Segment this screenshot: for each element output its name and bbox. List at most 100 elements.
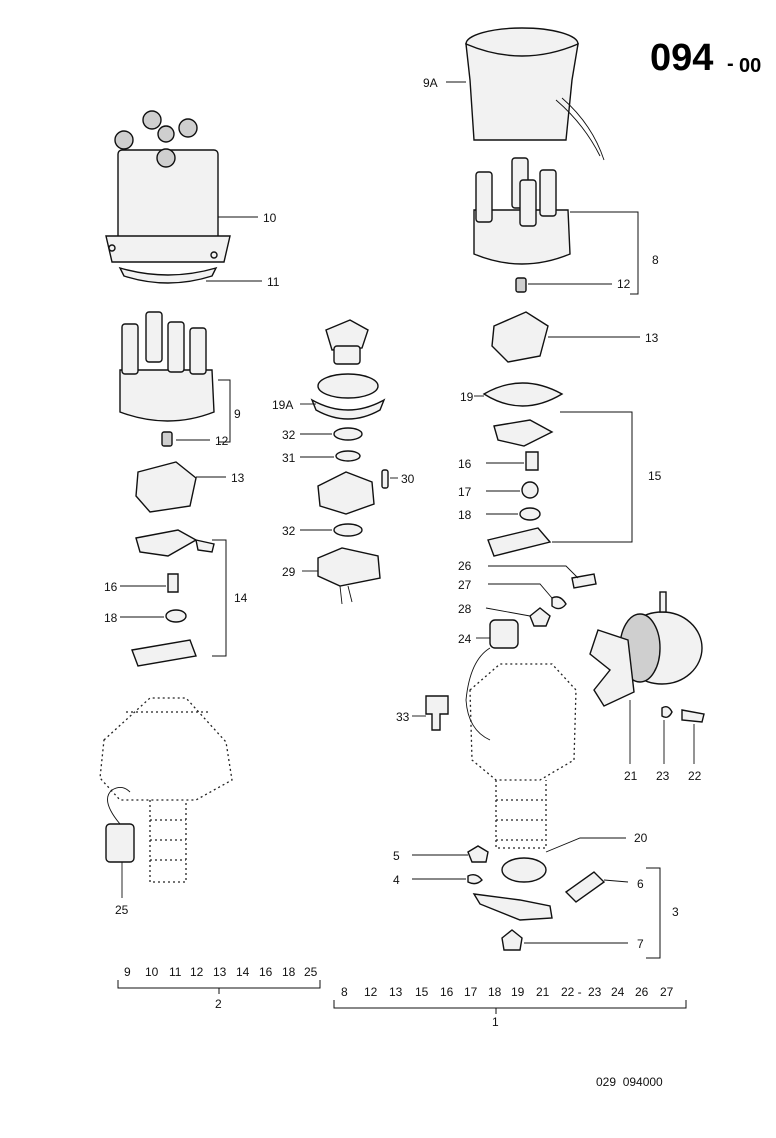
callout-25: 25 [115,903,129,917]
callout-18-right: 18 [458,508,472,522]
part-6-bolt [564,871,606,903]
callout-9A: 9A [423,76,438,90]
callout-30: 30 [401,472,415,486]
callout-11: 11 [267,275,280,289]
part-32-circlip-top [333,427,363,441]
part-5-nut [467,845,489,863]
group-1-item: 18 [488,985,502,999]
part-30-pin [381,469,389,489]
part-20-o-ring [501,857,547,883]
part-28-nut [529,607,551,627]
group-1-item: 23 [588,985,602,999]
page-number-main: 094 [650,37,713,79]
part-22-screw [681,709,705,723]
group-2-item: 14 [236,965,250,979]
part-11-seal [118,266,218,284]
callout-22: 22 [688,769,702,783]
callout-16-left: 16 [104,580,118,594]
group-1-item: 8 [341,985,348,999]
callout-23: 23 [656,769,670,783]
part-4-clip [467,873,483,885]
callout-9: 9 [234,407,241,421]
part-18-washer-left [165,609,187,623]
group-1-item: 17 [464,985,478,999]
group-2-item: 11 [169,965,182,979]
part-21-vacuum-unit [589,591,703,707]
group-2-item: 9 [124,965,131,979]
callout-20: 20 [634,831,648,845]
distributor-body-outline-right [465,647,577,849]
group-1-item: 12 [364,985,378,999]
callout-18-left: 18 [104,611,118,625]
callout-14: 14 [234,591,248,605]
callout-17: 17 [458,485,472,499]
part-14-contact-top [135,529,198,557]
part-31-washer [335,450,361,462]
group-1-item: 27 [660,985,674,999]
part-12-carbon-brush [161,431,173,447]
group-2-item: 25 [304,965,318,979]
group-2-item: 18 [282,965,296,979]
callout-7: 7 [637,937,644,951]
group-1-item: 22 - [561,985,582,999]
group-1-item: 16 [440,985,454,999]
group-1-legend: 8 12 13 15 16 17 18 19 21 22 - 23 24 26 … [333,985,687,1029]
group-2-label: 2 [215,997,222,1011]
part-7-nut [501,929,523,951]
callout-5: 5 [393,849,400,863]
callout-33: 33 [396,710,410,724]
part-8-distributor-cap [473,157,571,265]
group-1-item: 26 [635,985,649,999]
group-1-label: 1 [492,1015,499,1029]
group-1-item: 24 [611,985,625,999]
part-16-screw-left [167,573,179,593]
callout-19: 19 [460,390,474,404]
catalog-code: 029 094000 [596,1075,663,1089]
group-1-item: 13 [389,985,403,999]
part-25-condenser [105,787,135,863]
callout-12-left: 12 [215,434,229,448]
callout-28: 28 [458,602,472,616]
part-19-dust-shield [482,382,564,407]
part-base-plate [317,471,375,515]
part-27-clip [551,596,567,610]
distributor-body-outline-left [99,697,233,883]
group-1-item: 21 [536,985,550,999]
part-10-cap-cylinder [105,110,231,263]
callout-21: 21 [624,769,638,783]
callout-31: 31 [282,451,296,465]
part-18-washer-right [519,507,541,521]
callout-27: 27 [458,578,472,592]
group-2-item: 16 [259,965,273,979]
group-2-item: 13 [213,965,227,979]
part-13-rotor [135,461,197,513]
part-23-clip [661,705,673,719]
callout-16-right: 16 [458,457,472,471]
callout-8: 8 [652,253,659,267]
group-1-item: 15 [415,985,429,999]
callout-26: 26 [458,559,472,573]
callout-13-left: 13 [231,471,245,485]
part-33-connector [425,695,449,731]
callout-3: 3 [672,905,679,919]
part-16-screw-right [525,451,539,471]
callout-10: 10 [263,211,277,225]
group-2-item: 12 [190,965,204,979]
part-19A-rotor-assembly [310,319,386,420]
part-9-distributor-cap [119,311,215,422]
callout-32-top: 32 [282,428,296,442]
part-32-circlip-bottom [333,523,363,537]
callout-4: 4 [393,873,400,887]
callout-15: 15 [648,469,662,483]
callout-29: 29 [282,565,296,579]
part-15-contact-top [493,419,554,447]
callout-32-bottom: 32 [282,524,296,538]
group-2-legend: 9 10 11 12 13 14 16 18 25 2 [117,965,321,1011]
callout-19A: 19A [272,398,293,412]
part-15-contact-bottom [487,527,552,557]
page-number-sub: 00 [739,55,761,77]
callout-13-right: 13 [645,331,659,345]
part-24-condenser [489,619,519,649]
part-29-hall-sender [317,547,381,605]
